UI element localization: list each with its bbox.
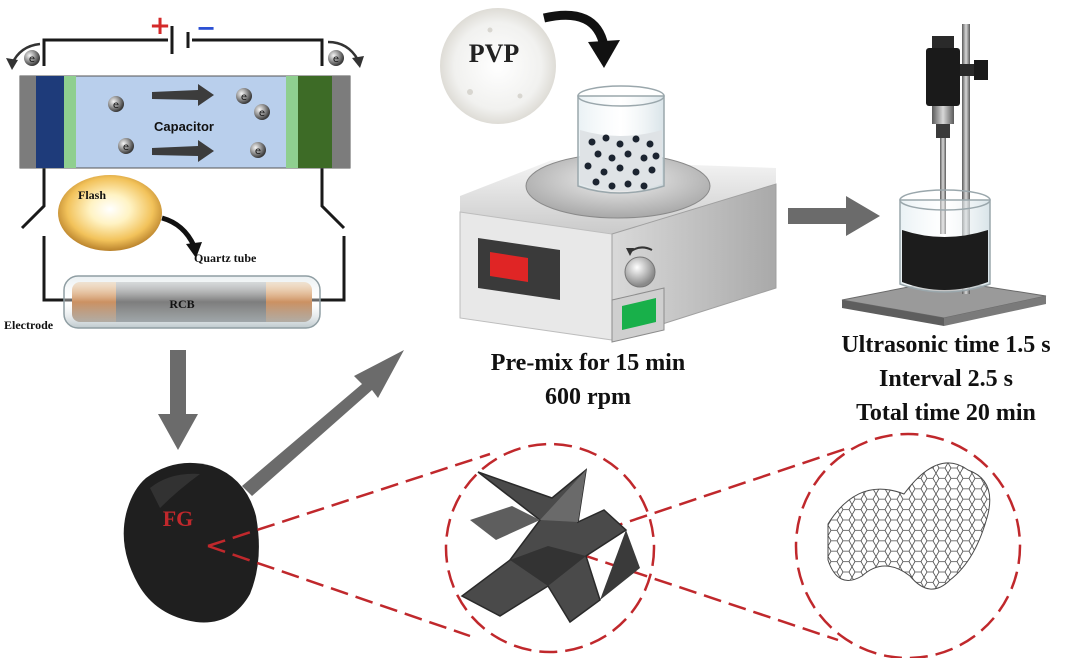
capacitor-plate-left bbox=[36, 76, 64, 168]
electron-wire-right: e bbox=[328, 50, 344, 66]
zoom-line-1b bbox=[207, 544, 471, 638]
quartz-tube-label: Quartz tube bbox=[194, 251, 257, 265]
capacitor-end-left bbox=[20, 76, 36, 168]
ultrasonic-sonicator bbox=[841, 24, 1047, 326]
svg-text:e: e bbox=[123, 142, 129, 153]
electron-inside-4: e bbox=[254, 104, 270, 120]
zoom-circle-structure bbox=[444, 442, 656, 654]
electrode-label: Electrode bbox=[4, 318, 54, 332]
magnetic-stirrer bbox=[459, 85, 777, 343]
arrow-stirrer-to-sonicator bbox=[788, 196, 880, 236]
zoom-line-2b bbox=[555, 544, 839, 642]
fg-powder: FG bbox=[123, 462, 259, 623]
sonication-beaker bbox=[899, 189, 991, 293]
capacitor-end-right bbox=[332, 76, 350, 168]
fg-label: FG bbox=[163, 506, 194, 531]
zoom-line-1a bbox=[207, 452, 491, 548]
capacitor-plate-right bbox=[298, 76, 332, 168]
speed-knob bbox=[624, 256, 656, 288]
svg-text:e: e bbox=[241, 92, 247, 103]
arrow-fg-to-stirrer bbox=[242, 350, 404, 496]
electron-wire-left: e bbox=[24, 50, 40, 66]
arrow-tube-to-fg bbox=[158, 350, 198, 450]
capacitor-separator-right bbox=[286, 76, 298, 168]
crumpled-graphene bbox=[460, 468, 640, 624]
capacitor-label: Capacitor bbox=[154, 119, 214, 134]
clamp-knob bbox=[974, 60, 988, 80]
electron-inside-3: e bbox=[236, 88, 252, 104]
power-button bbox=[622, 298, 656, 330]
svg-text:e: e bbox=[29, 54, 35, 65]
particles bbox=[584, 134, 660, 190]
ultrasonic-line2: Interval 2.5 s bbox=[879, 366, 1013, 392]
ultrasonic-line3: Total time 20 min bbox=[856, 400, 1036, 426]
probe-tip bbox=[940, 138, 946, 234]
curved-arrow-right bbox=[327, 40, 360, 61]
flash-to-tube-arrow bbox=[161, 215, 197, 248]
flash-label: Flash bbox=[78, 188, 106, 202]
svg-text:e: e bbox=[259, 108, 265, 119]
electron-inside-5: e bbox=[250, 142, 266, 158]
ultrasonic-line1: Ultrasonic time 1.5 s bbox=[841, 332, 1050, 358]
transducer-cap bbox=[932, 36, 954, 50]
pvp-to-beaker-arrow bbox=[542, 10, 609, 48]
minus-sign: − bbox=[196, 14, 216, 42]
flash-glow bbox=[58, 175, 162, 251]
zoom-callouts bbox=[207, 432, 1022, 658]
svg-text:e: e bbox=[113, 100, 119, 111]
svg-text:e: e bbox=[333, 54, 339, 65]
premix-line2: 600 rpm bbox=[545, 384, 631, 410]
electron-inside-1: e bbox=[108, 96, 124, 112]
svg-text:e: e bbox=[255, 146, 261, 157]
fg-powder-blob bbox=[123, 462, 259, 623]
flash-heating-unit: + − e e Capacitor e e e e e bbox=[4, 11, 364, 332]
circuit-wire-bottom bbox=[20, 168, 346, 302]
rcb-label: RCB bbox=[169, 297, 194, 311]
transducer-body bbox=[926, 48, 960, 106]
electron-inside-2: e bbox=[118, 138, 134, 154]
pvp-powder: PVP bbox=[440, 8, 556, 124]
premix-beaker bbox=[577, 85, 665, 194]
capacitor-flow-arrow-top bbox=[152, 84, 214, 106]
capacitor-separator-left bbox=[64, 76, 76, 168]
quartz-tube-glass bbox=[63, 275, 321, 329]
zoom-circle-lattice bbox=[794, 432, 1022, 658]
stand-rod bbox=[962, 24, 970, 294]
circuit-wire-top bbox=[42, 38, 324, 66]
capacitor-flow-arrow-bottom bbox=[152, 140, 214, 162]
plus-sign: + bbox=[149, 11, 171, 41]
graphene-lattice bbox=[827, 462, 991, 590]
premix-line1: Pre-mix for 15 min bbox=[491, 350, 685, 376]
quartz-tube: RCB bbox=[63, 275, 321, 329]
pvp-label: PVP bbox=[469, 39, 520, 68]
display-readout bbox=[490, 252, 528, 282]
